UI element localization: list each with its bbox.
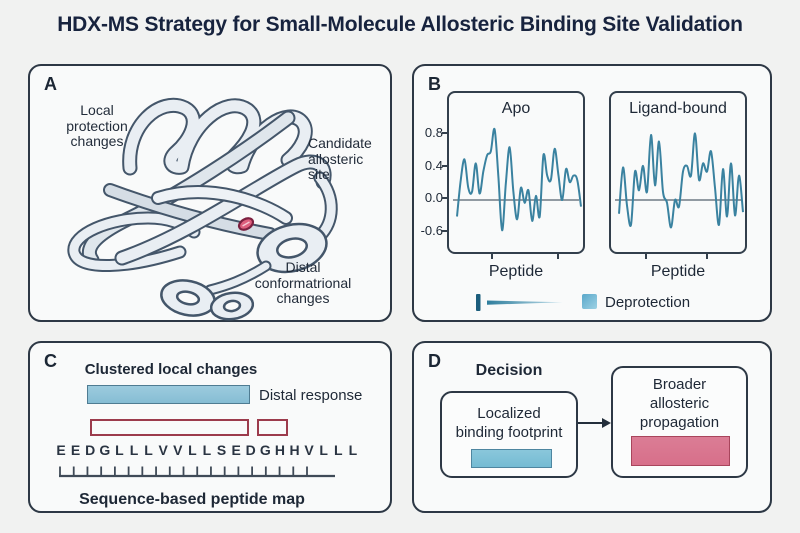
ligand-chart: Ligand-bound <box>609 91 747 254</box>
residue-letter: L <box>129 442 139 458</box>
y-tick-mark <box>442 164 448 167</box>
peptide-outline-long <box>90 419 249 436</box>
peptide-map-caption: Sequence-based peptide map <box>79 491 305 508</box>
residue-letter: L <box>319 442 328 458</box>
ligand-line-plot <box>615 132 744 229</box>
residue-letter: L <box>188 442 197 458</box>
panel-b-label: B <box>428 74 441 94</box>
y-tick-mark <box>442 230 448 232</box>
x-axis-tick <box>491 253 493 259</box>
x-axis-tick <box>706 253 708 259</box>
panel-b: B 0.8 0.4 0.0 -0.6 Apo Ligand-bound Peptide… <box>412 64 772 322</box>
apo-chart-title: Apo <box>501 100 531 117</box>
panel-d: D Decision Localized binding footprint B… <box>412 341 772 513</box>
localized-footprint-box: Localized binding footprint <box>440 391 578 478</box>
residue-letter: V <box>158 442 168 458</box>
peptide-ruler <box>59 466 335 478</box>
residue-letter: L <box>144 442 153 458</box>
apo-chart: Apo <box>447 91 585 254</box>
apo-x-axis-label: Peptide <box>488 263 544 280</box>
residue-letter: V <box>304 442 314 458</box>
residue-letter: E <box>70 442 81 458</box>
peptide-outline-short <box>257 419 288 436</box>
legend: Deprotection <box>414 290 774 316</box>
deprotection-swatch-icon <box>582 294 597 309</box>
panel-c-label: C <box>44 351 57 371</box>
residue-letter: G <box>259 442 271 458</box>
panel-a-label: A <box>44 74 57 94</box>
ligand-chart-title: Ligand-bound <box>629 100 727 117</box>
y-tick-label: 0.8 <box>424 125 443 140</box>
apo-line-plot <box>453 127 582 232</box>
annotation-distal-changes: Distal conformatrional changes <box>254 259 352 306</box>
residue-letter: L <box>334 442 343 458</box>
y-tick-mark <box>442 132 448 134</box>
propagation-swatch <box>631 436 730 466</box>
clustered-changes-bar <box>87 385 250 404</box>
residue-letter: H <box>289 442 300 458</box>
x-axis-tick <box>557 253 559 259</box>
residue-letter: D <box>85 442 96 458</box>
residue-letter: L <box>202 442 212 458</box>
x-axis-tick <box>645 253 647 259</box>
y-tick-mark <box>442 197 448 199</box>
decision-heading: Decision <box>475 362 543 379</box>
panel-a: A <box>28 64 392 322</box>
ligand-x-axis-label: Peptide <box>650 263 706 280</box>
residue-letter: E <box>231 442 241 458</box>
distal-response-label: Distal response <box>259 387 363 404</box>
y-tick-label: -0.6 <box>420 223 443 238</box>
annotation-local-protection: Local protection changes <box>66 102 128 149</box>
residue-letter: V <box>173 442 183 458</box>
ligand-dot-icon <box>237 217 255 231</box>
allosteric-propagation-box: Broader allosteric propagation <box>611 366 748 478</box>
y-tick-label: 0.0 <box>424 190 443 205</box>
residue-letter: L <box>348 442 358 458</box>
residue-letter: H <box>274 442 285 458</box>
y-axis: 0.8 0.4 0.0 -0.6 <box>414 66 448 286</box>
residue-letter: S <box>216 442 227 458</box>
annotation-candidate-site: Candidate allosteric site <box>308 135 372 182</box>
figure-title: HDX-MS Strategy for Small-Molecule Allos… <box>57 13 743 36</box>
y-tick-label: 0.4 <box>424 157 443 173</box>
residue-letter: E <box>56 442 66 458</box>
clustered-changes-heading: Clustered local changes <box>84 361 258 378</box>
footprint-swatch <box>471 449 552 468</box>
residue-letter: G <box>99 442 111 458</box>
protein-ribbon-illustration <box>67 97 338 321</box>
panel-d-label: D <box>428 351 441 371</box>
right-arrow-icon <box>578 418 611 428</box>
residue-letter: D <box>245 442 256 458</box>
residue-letter: L <box>115 442 124 458</box>
panel-c: C Clustered local changes Distal respons… <box>28 341 392 513</box>
legend-label: Deprotection <box>605 294 691 311</box>
line-taper-legend-icon <box>476 294 563 311</box>
